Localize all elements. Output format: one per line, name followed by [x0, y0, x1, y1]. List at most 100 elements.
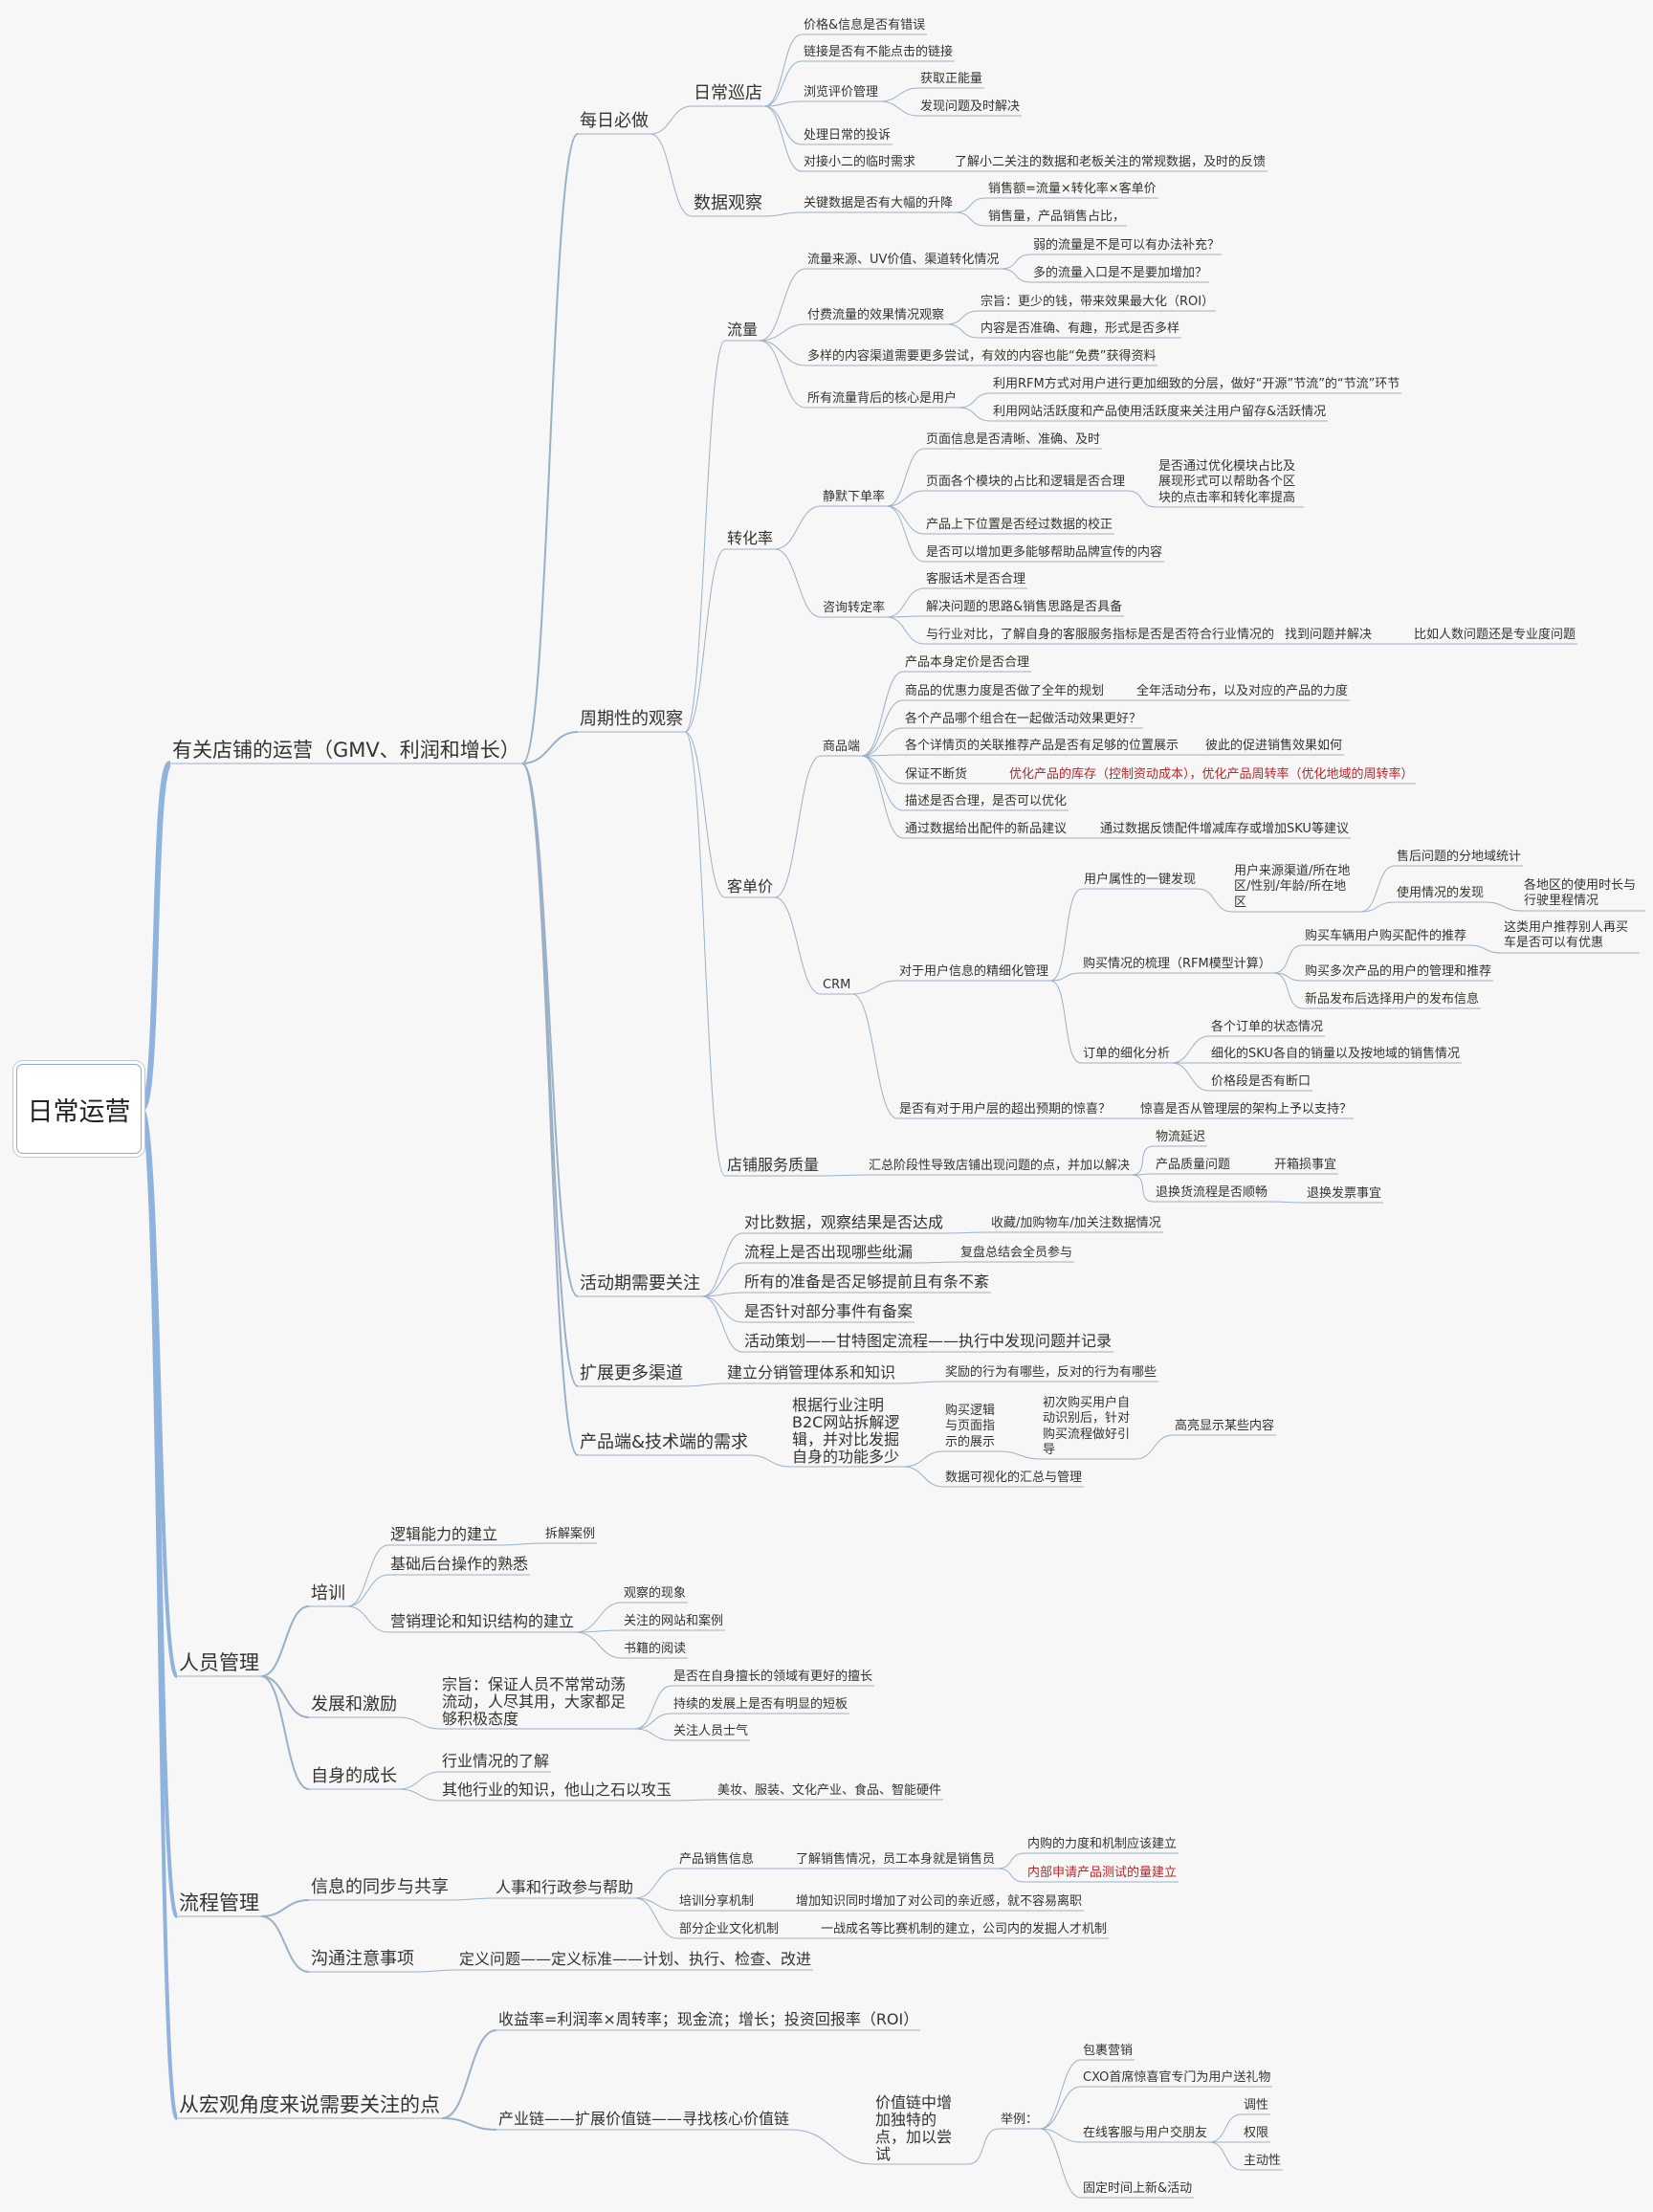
leaf-module-note[interactable]: 是否通过优化模块占比及展现形式可以帮助各个区块的点击率和转化率提高: [1158, 459, 1296, 505]
leaf-backend[interactable]: 基础后台操作的熟悉: [390, 1555, 529, 1573]
node-purchase[interactable]: 购买情况的梳理（RFM模型计算）: [1083, 957, 1271, 971]
node-fine-mgmt[interactable]: 对于用户信息的精细化管理: [899, 964, 1049, 979]
leaf-rfm-layer[interactable]: 利用RFM方式对用户进行更加细致的分层，做好“开源”节流”的“节流”环节: [993, 377, 1400, 391]
leaf-price-abnormal[interactable]: 价格段是否有断口: [1211, 1074, 1311, 1089]
node-info-sync[interactable]: 信息的同步与共享: [311, 1877, 449, 1897]
leaf-positive[interactable]: 获取正能量: [920, 72, 983, 86]
node-data-watch[interactable]: 数据观察: [694, 193, 762, 213]
leaf-human-or-pro[interactable]: 比如人数问题还是专业度问题: [1414, 628, 1576, 642]
node-traffic-source[interactable]: 流量来源、UV价值、渠道转化情况: [807, 253, 1000, 267]
leaf-return-note[interactable]: 退换发票事宜: [1307, 1186, 1382, 1201]
node-marketing[interactable]: 营销理论和知识结构的建立: [390, 1612, 575, 1630]
leaf-new-release[interactable]: 新品发布后选择用户的发布信息: [1305, 992, 1480, 1006]
leaf-desc[interactable]: 描述是否合理，是否可以优化: [905, 794, 1068, 808]
leaf-surprise-note[interactable]: 惊喜是否从管理层的架构上予以支持？: [1140, 1102, 1353, 1117]
node-product-sales[interactable]: 产品销售信息: [679, 1852, 755, 1867]
node-patrol[interactable]: 日常巡店: [694, 83, 762, 103]
node-teardown[interactable]: 根据行业注明B2C网站拆解逻辑，并对比发掘自身的功能多少: [792, 1396, 900, 1466]
leaf-weak-traffic[interactable]: 弱的流量是不是可以有办法补充？: [1033, 238, 1221, 253]
node-discount[interactable]: 商品的优惠力度是否做了全年的规划: [905, 684, 1105, 698]
node-growth-incentive[interactable]: 发展和激励: [311, 1694, 397, 1714]
node-tenet-staff[interactable]: 宗旨：保证人员不常常动荡流动，人尽其用，大家都足够积极态度: [442, 1675, 627, 1728]
node-module-ratio[interactable]: 页面各个模块的占比和逻辑是否合理: [926, 475, 1126, 489]
node-service-summary[interactable]: 汇总阶段性导致店铺出现问题的点，并加以解决: [869, 1159, 1131, 1173]
node-new-acc[interactable]: 通过数据给出配件的新品建议: [905, 822, 1068, 836]
leaf-authority[interactable]: 权限: [1244, 2126, 1269, 2140]
node-service-quality[interactable]: 店铺服务质量: [727, 1156, 820, 1174]
leaf-sales-formula[interactable]: 销售额=流量×转化率×客单价: [988, 182, 1157, 196]
node-aov[interactable]: 客单价: [727, 877, 774, 896]
leaf-compare-note[interactable]: 收藏/加购物车/加关注数据情况: [991, 1216, 1161, 1230]
node-sales-aware[interactable]: 了解销售情况，员工本身就是销售员: [796, 1852, 996, 1867]
leaf-strengths[interactable]: 是否在自身擅长的领域有更好的擅长: [673, 1670, 873, 1684]
leaf-sku-sales[interactable]: 细化的SKU各自的销量以及按地域的销售情况: [1211, 1047, 1460, 1061]
node-example[interactable]: 举例：: [1001, 2112, 1039, 2127]
leaf-cxo[interactable]: CXO首席惊喜官专门为用户送礼物: [1083, 2070, 1271, 2085]
node-surprise[interactable]: 是否有对于用户层的超出预期的惊喜？: [899, 1102, 1112, 1117]
node-comm[interactable]: 沟通注意事项: [311, 1949, 414, 1969]
node-crm[interactable]: CRM: [823, 978, 851, 992]
node-training[interactable]: 培训: [311, 1583, 345, 1604]
leaf-discount-note[interactable]: 全年活动分布，以及对应的产品的力度: [1136, 684, 1349, 698]
leaf-multi-buyer[interactable]: 购买多次产品的用户的管理和推荐: [1305, 964, 1492, 979]
leaf-complaint[interactable]: 处理日常的投诉: [804, 128, 892, 143]
node-core-user[interactable]: 所有流量背后的核心是用户: [807, 391, 958, 406]
leaf-observe[interactable]: 观察的现象: [624, 1586, 687, 1601]
node-value-add[interactable]: 价值链中增加独特的点，加以尝试: [875, 2093, 953, 2163]
node-quality-issue[interactable]: 产品质量问题: [1156, 1158, 1231, 1172]
leaf-product-pos[interactable]: 产品上下位置是否经过数据的校正: [926, 518, 1113, 532]
leaf-highlight[interactable]: 高亮显示某些内容: [1175, 1419, 1275, 1433]
leaf-share-note[interactable]: 增加知识同时增加了对公司的亲近感，就不容易离职: [796, 1894, 1083, 1909]
root-node[interactable]: 日常运营: [16, 1064, 142, 1154]
leaf-price-check[interactable]: 价格&信息是否有错误: [804, 18, 926, 33]
leaf-tone[interactable]: 调性: [1244, 2098, 1269, 2112]
leaf-many-entries[interactable]: 多的流量入口是不是要加增加？: [1033, 266, 1208, 280]
leaf-plan[interactable]: 活动策划——甘特图定流程——执行中发现问题并记录: [744, 1332, 1113, 1350]
topic-product-tech[interactable]: 产品端&技术端的需求: [580, 1432, 749, 1452]
node-buyer-recommend[interactable]: 购买车辆用户购买配件的推荐: [1305, 929, 1467, 943]
topic-channels[interactable]: 扩展更多渠道: [580, 1363, 683, 1383]
leaf-prepare[interactable]: 所有的准备是否足够提前且有条不紊: [744, 1272, 990, 1291]
node-order-detail[interactable]: 订单的细化分析: [1083, 1047, 1171, 1061]
leaf-data-viz[interactable]: 数据可视化的汇总与管理: [945, 1471, 1083, 1485]
node-other-industry[interactable]: 其他行业的知识，他山之石以攻玉: [442, 1781, 672, 1799]
leaf-roi-tenet[interactable]: 宗旨：更少的钱，带来效果最大化（ROI）: [981, 295, 1215, 309]
leaf-after-sale[interactable]: 售后问题的分地域统计: [1397, 850, 1522, 864]
branch-shop-operations[interactable]: 有关店铺的运营（GMV、利润和增长）: [172, 739, 520, 762]
leaf-distribution-note[interactable]: 奖励的行为有哪些，反对的行为有哪些: [945, 1365, 1157, 1380]
leaf-logistics[interactable]: 物流延迟: [1156, 1130, 1206, 1144]
node-consult[interactable]: 咨询转定率: [823, 601, 886, 615]
leaf-cs-script[interactable]: 客服话术是否合理: [926, 572, 1026, 586]
leaf-backup[interactable]: 是否针对部分事件有备案: [744, 1302, 914, 1320]
leaf-order-status[interactable]: 各个订单的状态情况: [1211, 1020, 1324, 1034]
node-related[interactable]: 各个详情页的关联推荐产品是否有足够的位置展示: [905, 739, 1179, 753]
node-self-growth[interactable]: 自身的成长: [311, 1766, 397, 1786]
node-hr-admin[interactable]: 人事和行政参与帮助: [496, 1878, 634, 1896]
leaf-process-note[interactable]: 复盘总结会全员参与: [960, 1246, 1073, 1260]
leaf-fixed-time[interactable]: 固定时间上新&活动: [1083, 2181, 1193, 2196]
leaf-reading[interactable]: 书籍的阅读: [624, 1642, 687, 1656]
node-logic-build[interactable]: 逻辑能力的建立: [390, 1525, 498, 1543]
leaf-return-rate[interactable]: 收益率=利润率×周转率；现金流；增长；投资回报率（ROI）: [498, 2010, 919, 2028]
node-process-gap[interactable]: 流程上是否出现哪些纰漏: [744, 1243, 914, 1261]
leaf-websites[interactable]: 关注的网站和案例: [624, 1614, 724, 1628]
leaf-xiao-er-note[interactable]: 了解小二关注的数据和老板关注的常规数据，及时的反馈: [955, 155, 1267, 169]
node-return-flow[interactable]: 退换货流程是否顺畅: [1156, 1185, 1268, 1200]
node-first-buy[interactable]: 初次购买用户自动识别后，针对购买流程做好引导: [1043, 1396, 1131, 1457]
node-source-region[interactable]: 用户来源渠道/所在地区/性别/年龄/所在地区: [1234, 864, 1351, 910]
node-key-data[interactable]: 关键数据是否有大幅的升降: [804, 196, 954, 210]
node-online-cs[interactable]: 在线客服与用户交朋友: [1083, 2126, 1208, 2140]
leaf-industry[interactable]: 行业情况的了解: [442, 1752, 550, 1770]
leaf-internal-buy[interactable]: 内购的力度和机制应该建立: [1027, 1837, 1178, 1851]
leaf-solve-idea[interactable]: 解决问题的思路&销售思路是否具备: [926, 600, 1123, 614]
leaf-combo[interactable]: 各个产品哪个组合在一起做活动效果更好？: [905, 712, 1142, 726]
leaf-page-info[interactable]: 页面信息是否清晰、准确、及时: [926, 432, 1101, 447]
node-industry-compare[interactable]: 与行业对比，了解自身的客服服务指标是否是否符合行业情况的: [926, 628, 1275, 642]
node-paid-traffic[interactable]: 付费流量的效果情况观察: [807, 308, 945, 322]
leaf-link-check[interactable]: 链接是否有不能点击的链接: [804, 45, 954, 59]
leaf-find-issue[interactable]: 发现问题及时解决: [920, 100, 1021, 114]
node-stock[interactable]: 保证不断货: [905, 767, 968, 782]
leaf-sales-share[interactable]: 销售量，产品销售占比，: [988, 210, 1126, 224]
leaf-buyer-recommend-note[interactable]: 这类用户推荐别人再买车是否可以有优惠: [1504, 920, 1629, 951]
node-find-solve[interactable]: 找到问题并解决: [1285, 628, 1373, 642]
